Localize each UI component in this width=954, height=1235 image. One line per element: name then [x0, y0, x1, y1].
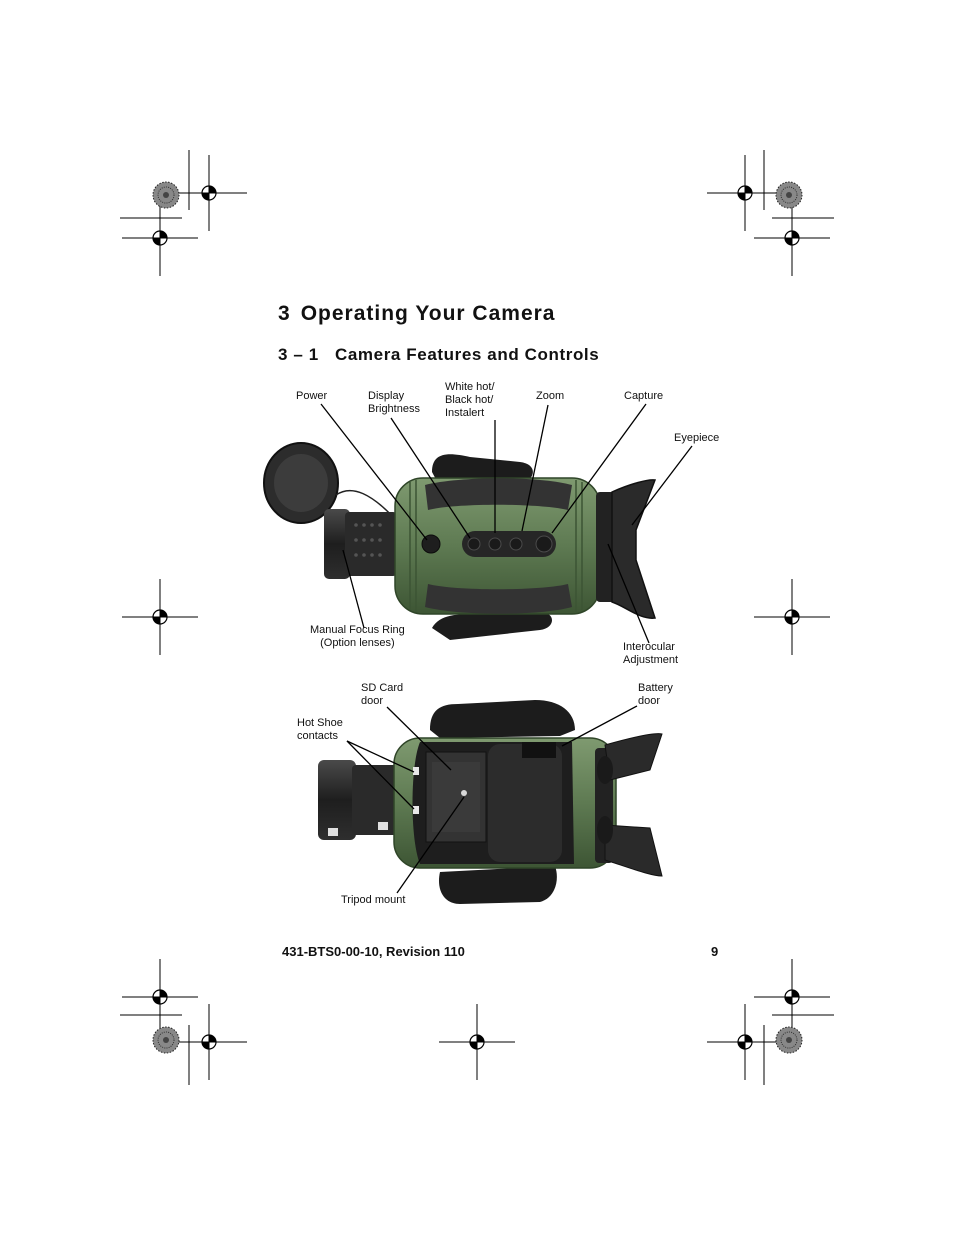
label-display-brightness: Display Brightness — [368, 390, 420, 415]
camera-bottom-view-image — [318, 700, 663, 904]
crop-marks-bottom — [120, 958, 834, 1085]
label-zoom: Zoom — [536, 390, 565, 402]
chapter-heading: 3 Operating Your Camera — [278, 302, 555, 326]
label-sd-card-door: SD Card door — [361, 682, 404, 707]
section-title: Camera Features and Controls — [335, 345, 600, 364]
chapter-title: Operating Your Camera — [300, 302, 556, 325]
footer-document-id: 431-BTS0-00-10, Revision 110 — [282, 944, 465, 959]
section-number: 3 – 1 — [278, 345, 319, 364]
label-power: Power — [296, 390, 328, 402]
label-hot-shoe-contacts: Hot Shoe contacts — [297, 717, 343, 742]
section-heading: 3 – 1 Camera Features and Controls — [278, 345, 599, 365]
camera-side-view-image — [263, 442, 657, 640]
crop-marks-top — [120, 150, 834, 277]
label-tripod-mount: Tripod mount — [341, 894, 406, 906]
footer-page-number: 9 — [711, 944, 719, 959]
leader-lines-top — [320, 403, 693, 644]
label-battery-door: Battery door — [638, 682, 673, 707]
label-capture: Capture — [624, 390, 664, 402]
leader-lines-bottom — [346, 705, 638, 894]
label-polarity-modes: White hot/ Black hot/ Instalert — [445, 381, 495, 419]
label-interocular-adjustment: Interocular Adjustment — [623, 641, 679, 666]
label-manual-focus-ring: Manual Focus Ring (Option lenses) — [310, 624, 405, 649]
label-eyepiece: Eyepiece — [674, 432, 720, 444]
chapter-number: 3 — [278, 302, 291, 325]
